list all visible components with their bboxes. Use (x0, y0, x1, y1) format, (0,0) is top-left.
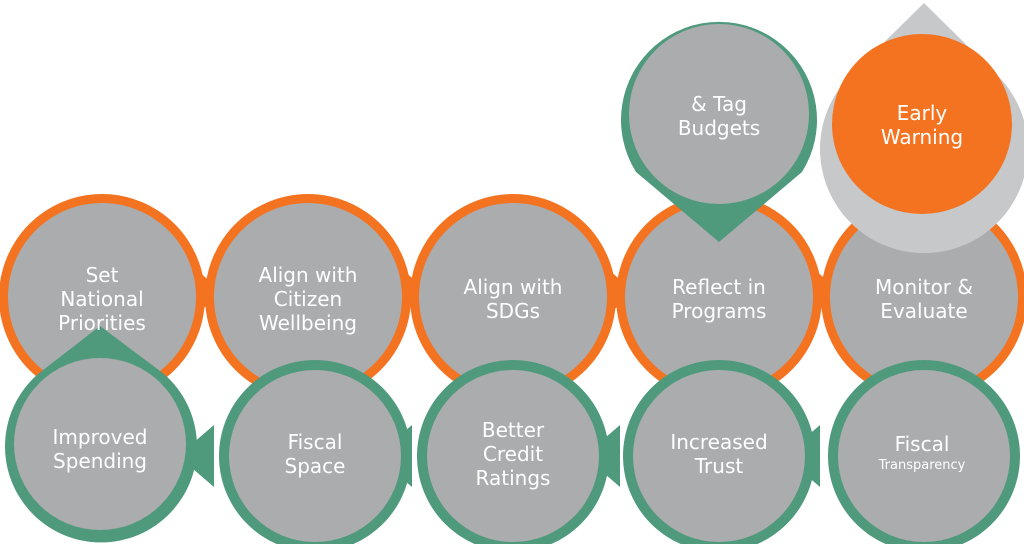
label-line: Reflect in (672, 275, 766, 299)
label-line: Credit (482, 442, 544, 466)
label-line: Set (85, 263, 119, 287)
label-line: Align with (258, 263, 358, 287)
circle-improved-spending-inner (14, 358, 186, 530)
label-line: Budgets (677, 116, 761, 140)
label-line: Programs (671, 299, 767, 323)
circle-monitor-evaluate-inner (830, 203, 1018, 391)
label-line: Space (284, 454, 346, 478)
callout-early-warning (820, 3, 1024, 254)
label-line: Monitor & (875, 275, 973, 299)
label-fiscal-transparency: Fiscal Transparency (879, 432, 966, 476)
label-line: & Tag (691, 92, 747, 116)
circle-reflect-programs-inner (625, 203, 813, 391)
label-line: Citizen (273, 287, 343, 311)
label-monitor-evaluate: Monitor & Evaluate (875, 275, 973, 323)
label-reflect-programs: Reflect in Programs (672, 275, 767, 323)
label-line: Evaluate (880, 299, 968, 323)
callout-early-warning-inner (832, 34, 1012, 214)
label-line: Trust (694, 454, 744, 478)
top-row-circles (0, 194, 1024, 400)
circle-increased-trust-inner (633, 370, 805, 542)
label-fiscal-space: Fiscal Space (285, 430, 346, 478)
label-line: Spending (53, 449, 147, 473)
label-align-citizen-wellbeing: Align with Citizen Wellbeing (259, 263, 358, 335)
label-line: National (60, 287, 144, 311)
label-line: Better (481, 418, 545, 442)
circle-align-sdgs-inner (419, 203, 607, 391)
circle-fiscal-transparency-inner (838, 370, 1010, 542)
label-line: Increased (670, 430, 768, 454)
label-line: Fiscal (894, 432, 950, 456)
label-better-credit-ratings: Better Credit Ratings (476, 418, 551, 490)
label-subline: Transparency (878, 458, 966, 473)
callout-tag-budgets (621, 21, 817, 242)
label-align-sdgs: Align with SDGs (464, 275, 563, 323)
label-line: Wellbeing (259, 311, 357, 335)
label-improved-spending: Improved Spending (53, 425, 148, 473)
circle-align-citizen-wellbeing-inner (214, 203, 402, 391)
label-tag-budgets: & Tag Budgets (678, 92, 760, 140)
bottom-row-circles (5, 326, 1020, 544)
label-line: Align with (463, 275, 563, 299)
label-line: Improved (52, 425, 148, 449)
label-set-national-priorities: Set National Priorities (58, 263, 146, 335)
label-line: Ratings (475, 466, 551, 490)
label-line: Warning (880, 125, 964, 149)
label-increased-trust: Increased Trust (670, 430, 767, 478)
circle-better-credit-ratings-inner (427, 370, 599, 542)
circle-set-national-priorities-inner (8, 203, 196, 391)
label-line: Fiscal (287, 430, 343, 454)
callout-tag-budgets-inner (629, 24, 809, 204)
label-line: Early (896, 101, 948, 125)
label-line: SDGs (485, 299, 540, 323)
label-line: Priorities (58, 311, 146, 335)
label-early-warning: Early Warning (881, 101, 963, 149)
circle-fiscal-space-inner (229, 370, 401, 542)
